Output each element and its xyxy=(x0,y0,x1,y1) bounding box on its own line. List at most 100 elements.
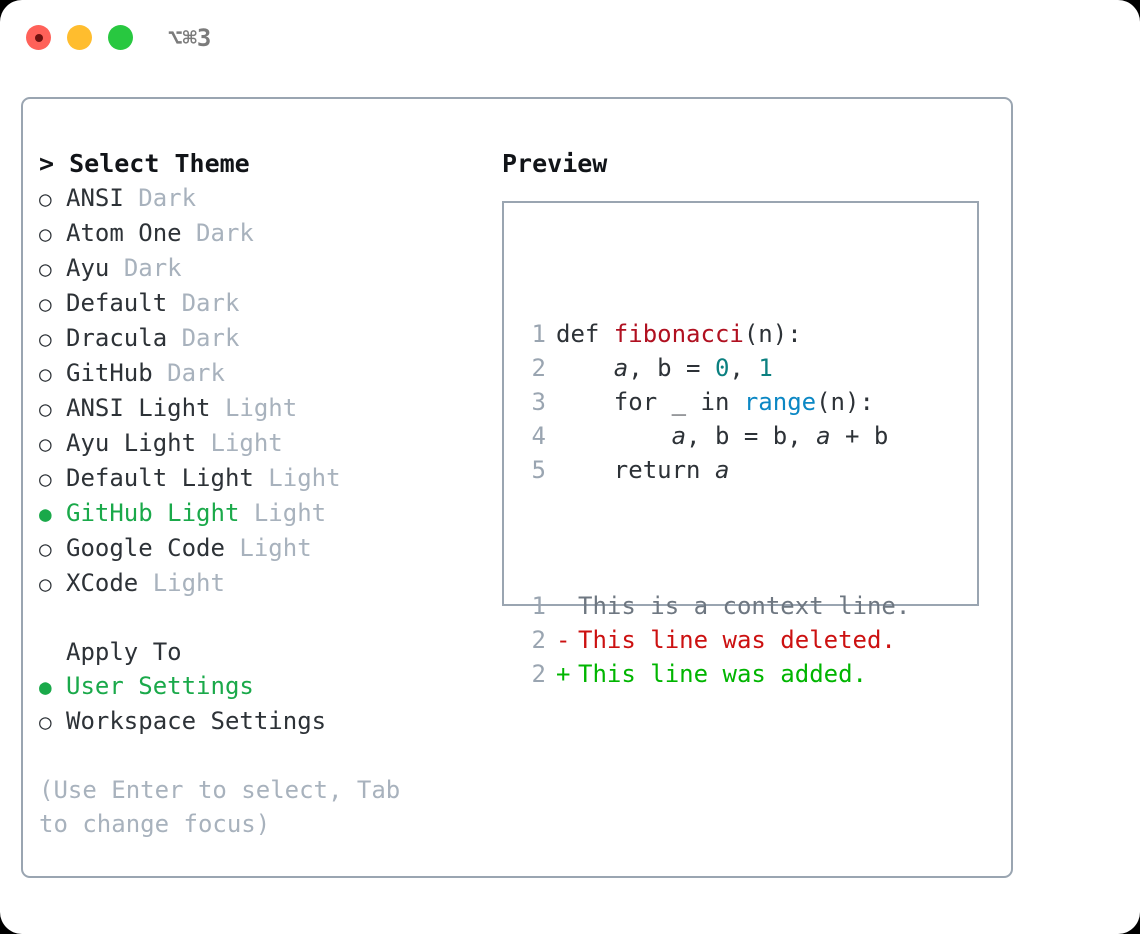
code-token-ital: a xyxy=(671,422,687,450)
line-number: 2 xyxy=(531,354,546,382)
theme-variant-badge: Dark xyxy=(123,254,182,282)
theme-option-ayu[interactable]: ○ Ayu Dark xyxy=(39,251,489,286)
window-controls xyxy=(26,25,133,50)
theme-variant-badge: Dark xyxy=(138,184,197,212)
theme-option-xcode[interactable]: ○XCode Light xyxy=(39,566,489,601)
code-token-plain: (n): xyxy=(743,320,802,348)
radio-unselected-icon[interactable]: ○ xyxy=(39,222,52,246)
diff-line-context: 1 This is a context line. xyxy=(516,589,911,623)
theme-variant-badge: Light xyxy=(268,464,341,492)
code-token-plain: , b = b, xyxy=(686,422,817,450)
diff-marker: + xyxy=(556,660,571,688)
keyboard-hint-text: (Use Enter to select, Tab to change focu… xyxy=(39,776,401,838)
radio-unselected-icon[interactable]: ○ xyxy=(39,257,52,281)
theme-option-ansi-light[interactable]: ○ ANSI Light Light xyxy=(39,391,489,426)
theme-variant-badge: Dark xyxy=(181,324,240,352)
code-line: 4 a, b = b, a + b xyxy=(516,419,910,453)
theme-option-dracula[interactable]: ○ Dracula Dark xyxy=(39,321,489,356)
theme-picker-panel: > Select Theme ○ANSI Dark○Atom One Dark○… xyxy=(21,97,1013,878)
code-token-plain xyxy=(556,354,614,382)
preview-heading: Preview xyxy=(502,149,608,178)
apply-to-option-workspace-settings[interactable]: ○ Workspace Settings xyxy=(39,704,489,739)
close-button[interactable] xyxy=(26,25,51,50)
line-number: 3 xyxy=(531,388,546,416)
diff-line-del: 2-This line was deleted. xyxy=(516,623,910,657)
apply-to-option-label: Workspace Settings xyxy=(66,707,327,735)
theme-option-label: Ayu Light xyxy=(66,429,197,457)
theme-option-label: ANSI Light xyxy=(66,394,211,422)
theme-option-label: GitHub Light xyxy=(66,499,240,527)
radio-unselected-icon[interactable]: ○ xyxy=(39,537,52,561)
apply-to-option-user-settings[interactable]: ● User Settings xyxy=(39,669,489,704)
radio-unselected-icon[interactable]: ○ xyxy=(39,292,52,316)
theme-option-label: ANSI xyxy=(66,184,124,212)
diff-line-number: 2 xyxy=(531,626,546,654)
code-token-num: 0 xyxy=(714,354,730,382)
diff-line-text: This line was deleted. xyxy=(578,626,896,654)
code-token-plain: return xyxy=(556,456,715,484)
code-token-plain: for _ in xyxy=(556,388,744,416)
theme-option-ansi[interactable]: ○ ANSI Dark xyxy=(39,181,489,216)
radio-unselected-icon[interactable]: ○ xyxy=(39,710,52,734)
code-token-func: fibonacci xyxy=(613,320,744,348)
code-token-builtin: range xyxy=(743,388,817,416)
theme-variant-badge: Dark xyxy=(181,289,240,317)
radio-selected-icon[interactable]: ● xyxy=(39,502,52,526)
code-token-num: 1 xyxy=(758,354,773,382)
section-spacer xyxy=(39,601,489,635)
diff-line-text: This is a context line. xyxy=(578,592,911,620)
keyboard-shortcut-label: ⌥⌘3 xyxy=(168,24,212,52)
theme-variant-badge: Light xyxy=(152,569,225,597)
diff-marker: - xyxy=(556,626,571,654)
diff-line-add: 2+This line was added. xyxy=(516,657,910,691)
radio-unselected-icon[interactable]: ○ xyxy=(39,327,52,351)
radio-unselected-icon[interactable]: ○ xyxy=(39,187,52,211)
theme-option-ayu-light[interactable]: ○Ayu Light Light xyxy=(39,426,489,461)
code-token-ital: a xyxy=(816,422,831,450)
diff-line-text: This line was added. xyxy=(578,660,867,688)
code-token-plain: (n): xyxy=(816,388,874,416)
radio-unselected-icon[interactable]: ○ xyxy=(39,432,52,456)
line-number: 5 xyxy=(531,456,546,484)
diff-marker xyxy=(546,589,578,623)
theme-option-google-code[interactable]: ○ Google Code Light xyxy=(39,531,489,566)
minimize-button[interactable] xyxy=(67,25,92,50)
maximize-button[interactable] xyxy=(108,25,133,50)
theme-variant-badge: Light xyxy=(239,534,312,562)
code-token-plain: , xyxy=(729,354,759,382)
title-bar: ⌥⌘3 xyxy=(0,0,1140,78)
code-line: 5 return a xyxy=(516,453,910,487)
theme-option-atom-one[interactable]: ○Atom One Dark xyxy=(39,216,489,251)
theme-option-default-light[interactable]: ○Default Light Light xyxy=(39,461,489,496)
radio-unselected-icon[interactable]: ○ xyxy=(39,362,52,386)
theme-option-github-light[interactable]: ●GitHub Light Light xyxy=(39,496,489,531)
select-theme-heading: > Select Theme xyxy=(39,149,250,178)
code-line-text: for _ in range(n): xyxy=(546,385,874,419)
code-line-text: return a xyxy=(546,453,730,487)
line-number: 4 xyxy=(531,422,546,450)
theme-variant-badge: Light xyxy=(224,394,298,422)
radio-unselected-icon[interactable]: ○ xyxy=(39,467,52,491)
apply-to-option-label: User Settings xyxy=(66,672,254,700)
theme-variant-badge: Dark xyxy=(167,359,225,387)
line-number: 1 xyxy=(531,320,546,348)
code-token-ital: a xyxy=(613,354,629,382)
theme-option-label: Dracula xyxy=(66,324,168,352)
code-token-plain: , b = xyxy=(628,354,715,382)
theme-option-github[interactable]: ○GitHub Dark xyxy=(39,356,489,391)
theme-option-list: ○ANSI Dark○Atom One Dark○Ayu Dark○Defaul… xyxy=(39,181,489,601)
theme-selection-column: > Select Theme ○ANSI Dark○Atom One Dark○… xyxy=(39,147,489,841)
radio-unselected-icon[interactable]: ○ xyxy=(39,397,52,421)
radio-selected-icon[interactable]: ● xyxy=(39,675,52,699)
code-line: 2 a, b = 0, 1 xyxy=(516,351,910,385)
theme-option-default[interactable]: ○Default Dark xyxy=(39,286,489,321)
theme-option-label: Ayu xyxy=(66,254,110,282)
theme-option-label: Google Code xyxy=(66,534,225,562)
radio-unselected-icon[interactable]: ○ xyxy=(39,572,52,596)
code-token-plain: + b xyxy=(830,422,889,450)
